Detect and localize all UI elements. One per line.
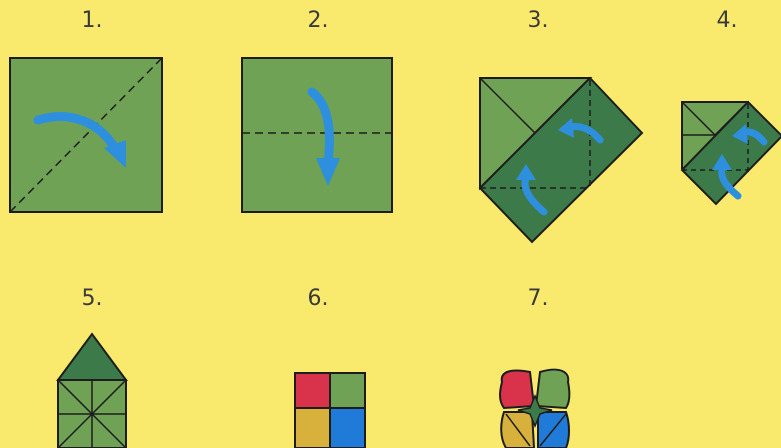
- step-6-figure: [295, 373, 365, 448]
- step-3-figure: [480, 78, 642, 242]
- step-5-figure: [58, 334, 126, 448]
- step-2-figure: [242, 58, 392, 212]
- step-4-figure: [682, 102, 781, 204]
- step-7-figure: [500, 370, 569, 448]
- step-1-figure: [10, 58, 162, 212]
